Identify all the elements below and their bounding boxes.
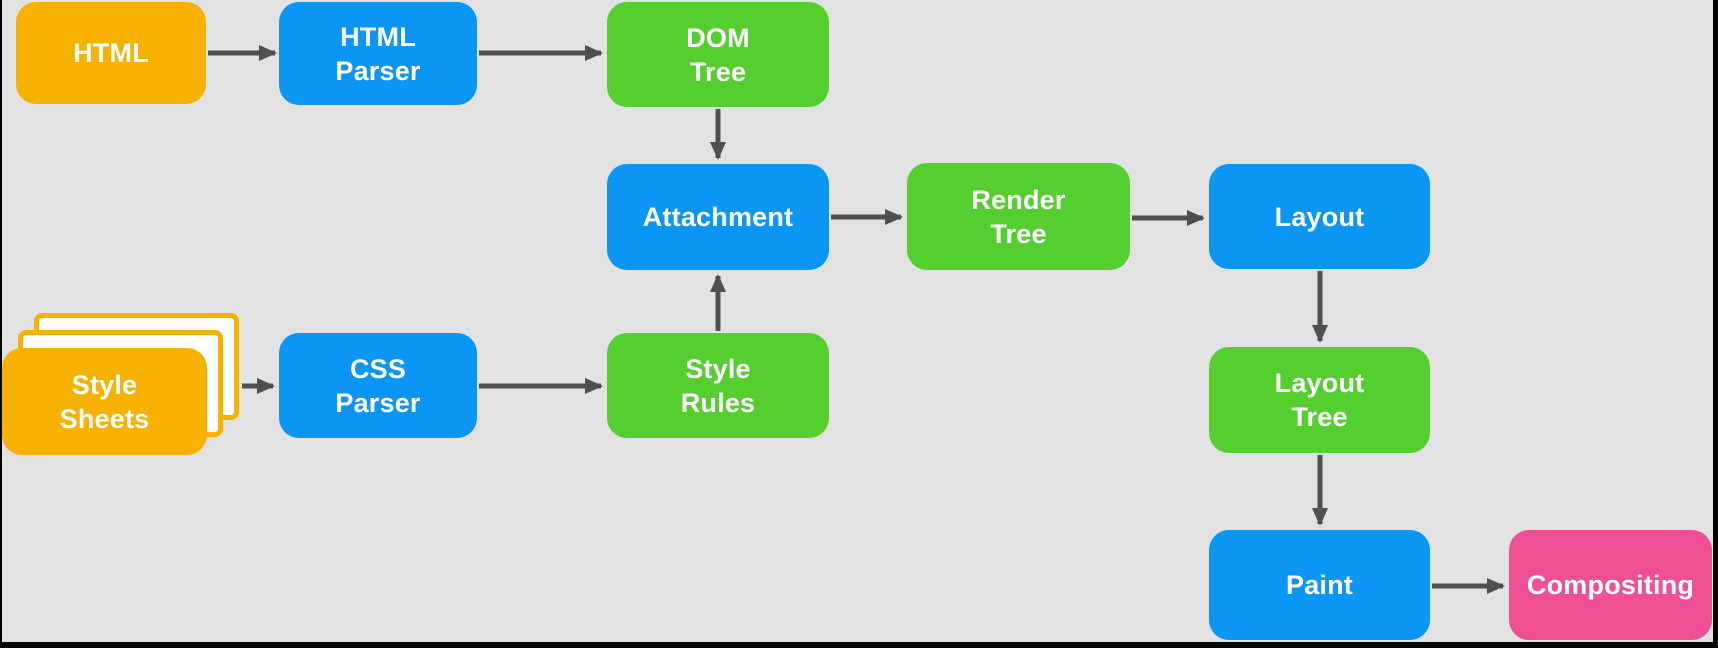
node-attachment: Attachment: [607, 164, 829, 270]
node-style-sheets: Style Sheets: [2, 348, 207, 455]
node-html: HTML: [16, 2, 206, 104]
node-style-rules-label-line2: Rules: [680, 387, 756, 418]
node-style-rules-label-line1: Style: [685, 353, 751, 384]
node-style-sheets-label-line1: Style: [71, 369, 138, 400]
node-layout-tree-label-line1: Layout: [1274, 368, 1365, 398]
node-paint-label: Paint: [1285, 570, 1353, 600]
node-css-parser-label-line2: Parser: [335, 387, 421, 418]
node-render-tree: Render Tree: [907, 163, 1130, 270]
node-layout-label: Layout: [1274, 201, 1365, 232]
node-html-parser-label-line1: HTML: [340, 21, 416, 52]
node-html-parser-label-line2: Parser: [335, 55, 421, 86]
node-layout: Layout: [1209, 164, 1430, 269]
node-dom-tree-label-line1: DOM: [686, 22, 750, 53]
node-css-parser-label-line1: CSS: [349, 353, 407, 384]
node-dom-tree: DOM Tree: [607, 2, 829, 107]
node-html-parser: HTML Parser: [279, 2, 477, 105]
node-compositing: Compositing: [1509, 530, 1712, 640]
node-layout-tree-label-line2: Tree: [1291, 402, 1348, 432]
node-attachment-label: Attachment: [642, 202, 794, 232]
node-render-tree-label-line2: Tree: [990, 218, 1047, 249]
node-compositing-label: Compositing: [1526, 570, 1695, 600]
node-layout-tree: Layout Tree: [1209, 347, 1430, 453]
node-dom-tree-label-line2: Tree: [689, 56, 747, 87]
node-paint: Paint: [1209, 530, 1430, 640]
node-html-label: HTML: [73, 38, 149, 68]
node-style-sheets-label-line2: Sheets: [59, 403, 150, 434]
node-css-parser: CSS Parser: [279, 333, 477, 438]
node-style-rules: Style Rules: [607, 333, 829, 438]
node-render-tree-label-line1: Render: [971, 184, 1066, 215]
